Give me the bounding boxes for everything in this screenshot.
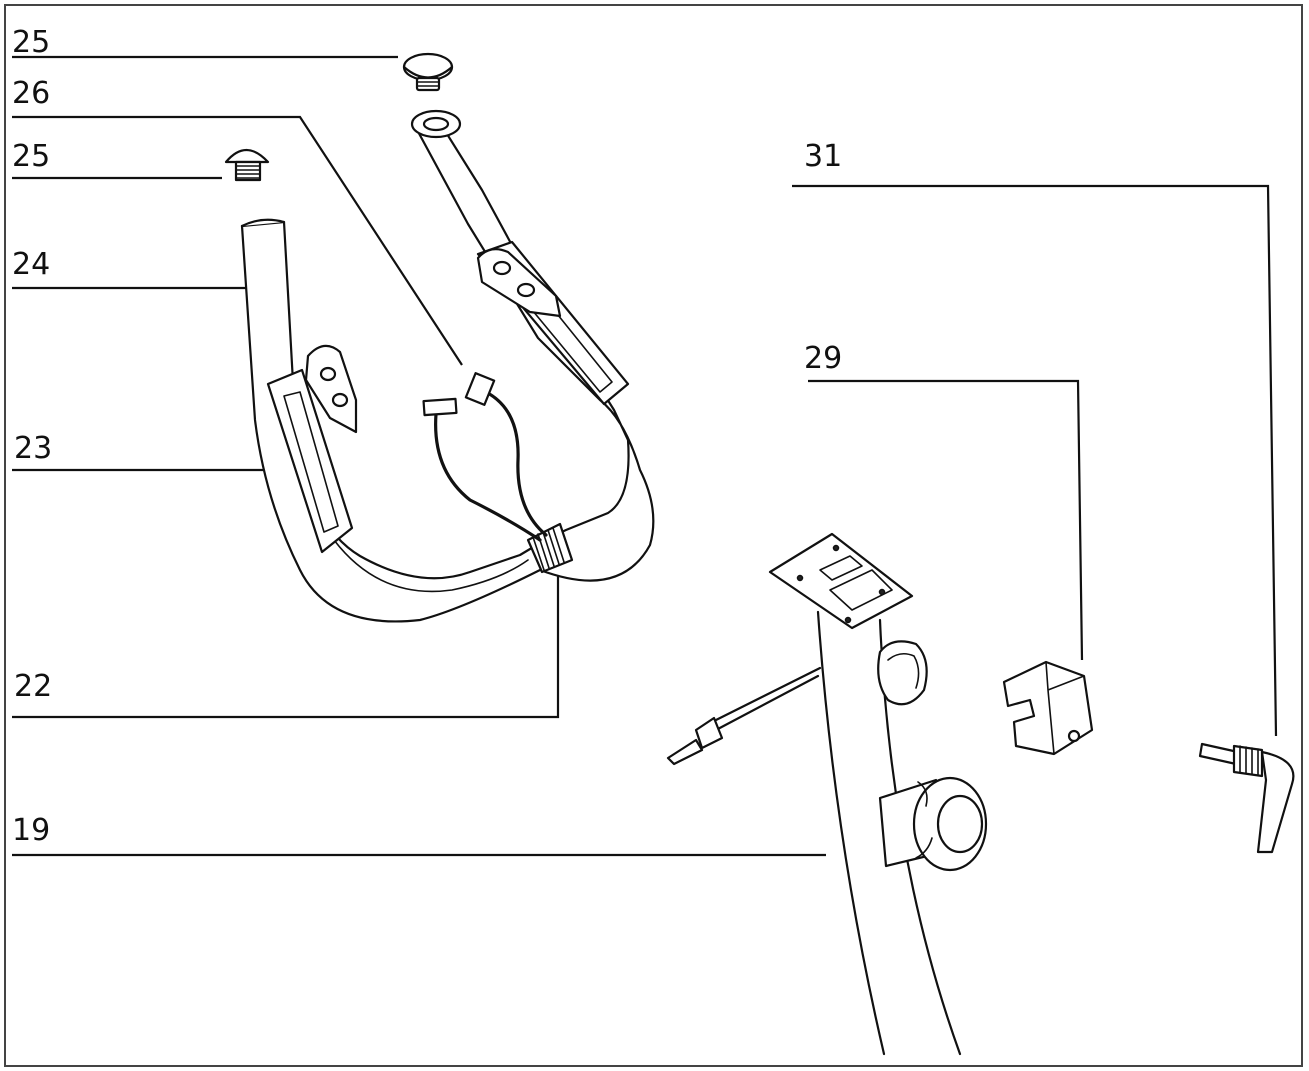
callout-29: 29 [804, 341, 842, 376]
callout-24: 24 [12, 247, 50, 282]
end-cap-25-top [402, 52, 454, 92]
sensor-wire-26 [422, 372, 548, 542]
handlebar-tube [240, 109, 655, 623]
grommet-22 [526, 522, 574, 574]
callout-19: 19 [12, 813, 50, 848]
callout-31: 31 [804, 139, 842, 174]
callout-23: 23 [14, 431, 52, 466]
leader-22 [12, 568, 560, 719]
leader-31 [792, 184, 1278, 737]
callout-labels: 25 26 25 24 23 22 19 31 29 [12, 25, 842, 848]
diagram-frame [4, 4, 1303, 1067]
pulse-grip-23 [266, 344, 358, 554]
callout-25-left: 25 [12, 139, 50, 174]
clamp-29 [1002, 660, 1094, 756]
callout-22: 22 [14, 669, 52, 704]
callout-25-top: 25 [12, 25, 50, 60]
pulse-grip-right [476, 240, 630, 406]
end-cap-25-left [224, 148, 270, 182]
lever-31 [1198, 742, 1295, 854]
upright-post-19 [666, 532, 988, 1056]
leader-29 [808, 379, 1084, 661]
callout-26: 26 [12, 76, 50, 111]
leader-lines [12, 55, 1278, 857]
leader-26 [12, 115, 463, 366]
